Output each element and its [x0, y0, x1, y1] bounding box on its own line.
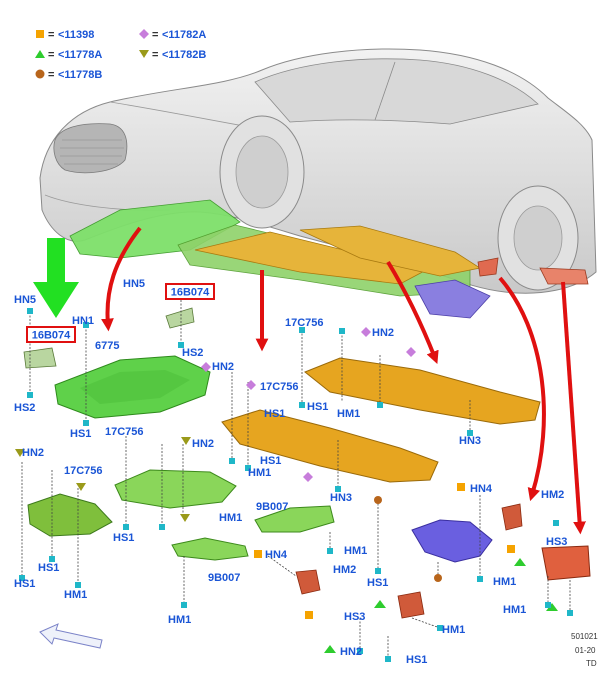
- underbody-shield-left-part: [221, 409, 439, 483]
- label-hn3: HN3: [330, 492, 352, 504]
- label-hs1: HS1: [406, 654, 427, 666]
- label-17c756: 17C756: [260, 381, 299, 393]
- orange-square-icon: [36, 30, 44, 38]
- label-hm1: HM1: [344, 545, 367, 557]
- vehicle-body: [39, 48, 597, 294]
- label-hn5: HN5: [14, 294, 36, 306]
- label-hm1: HM1: [442, 624, 465, 636]
- label-hm1: HM1: [219, 512, 242, 524]
- side-shield-part: [114, 469, 237, 509]
- red-bracket-part: [501, 503, 523, 531]
- label-hs1: HS1: [14, 578, 35, 590]
- fastener-markers: [15, 308, 573, 662]
- label-9b007: 9B007: [208, 572, 240, 584]
- legend-item-11782a: = <11782A: [139, 29, 206, 41]
- green-arrow-icon: [33, 238, 79, 318]
- legend-eq: =: [48, 69, 54, 81]
- label-hn2: HN2: [192, 438, 214, 450]
- label-hm1: HM1: [248, 467, 271, 479]
- red-arrow-icon: [561, 281, 586, 535]
- red-bracket-part: [397, 591, 425, 619]
- part-number-label: 16B074: [32, 330, 71, 342]
- label-hm1: HM1: [168, 614, 191, 626]
- red-arrow-icon: [101, 226, 142, 332]
- label-17c756: 17C756: [285, 317, 324, 329]
- legend-label: <11778A: [58, 49, 102, 61]
- legend-item-11778b: = <11778B: [35, 69, 102, 81]
- label-6775: 6775: [95, 340, 119, 352]
- part-number-label: 16B074: [171, 287, 210, 299]
- label-17c756: 17C756: [64, 465, 103, 477]
- legend-label: <11398: [58, 29, 94, 41]
- rear-shield-part: [541, 545, 591, 581]
- label-hm1: HM1: [64, 589, 87, 601]
- purple-shield-part: [411, 519, 493, 563]
- label-hn2: HN2: [22, 447, 44, 459]
- label-hs2: HS2: [14, 402, 35, 414]
- label-hs1: HS1: [260, 455, 281, 467]
- green-triangle-icon: [35, 50, 45, 58]
- legend-eq: =: [48, 49, 54, 61]
- label-9b007: 9B007: [256, 501, 288, 513]
- purple-diamond-icon: [139, 29, 149, 39]
- bracket-part: [165, 307, 195, 329]
- part-callout-16b074-left[interactable]: 16B074: [26, 326, 76, 343]
- label-hs1: HS1: [367, 577, 388, 589]
- figure-date: 01-20: [575, 646, 596, 655]
- label-hs3: HS3: [344, 611, 365, 623]
- legend-eq: =: [152, 49, 158, 61]
- label-hn4: HN4: [265, 549, 288, 561]
- olive-triangle-icon: [139, 50, 149, 58]
- label-hs1: HS1: [264, 408, 285, 420]
- label-hs1: HS1: [70, 428, 91, 440]
- label-hn2: HN2: [340, 646, 362, 658]
- splash-shield-part: [171, 537, 249, 561]
- red-arrow-icon: [498, 276, 546, 502]
- label-hs1: HS1: [38, 562, 59, 574]
- label-hn1: HN1: [72, 315, 94, 327]
- legend: = <11398 = <11782A = <11778A = <11782B =…: [35, 29, 206, 81]
- red-bracket-part: [295, 569, 321, 595]
- front-direction-icon: [39, 623, 103, 649]
- legend-eq: =: [48, 29, 54, 41]
- part-labels: HN5 HN1 HS2 HS1 6775 HN5 HS2 17C756 HN2 …: [14, 278, 567, 666]
- callout-arrows: [33, 226, 586, 535]
- legend-label: <11778B: [58, 69, 102, 81]
- label-hn2: HN2: [212, 361, 234, 373]
- label-hs1: HS1: [307, 401, 328, 413]
- label-hs2: HS2: [182, 347, 203, 359]
- part-callout-16b074-center[interactable]: 16B074: [165, 283, 215, 300]
- label-hm2: HM2: [333, 564, 356, 576]
- legend-item-11398: = <11398: [36, 29, 94, 41]
- figure-reference: 501021 01-20 TD: [571, 632, 598, 668]
- label-hn3: HN3: [459, 435, 481, 447]
- label-hn2: HN2: [372, 327, 394, 339]
- label-hs3: HS3: [546, 536, 567, 548]
- bracket-part: [23, 347, 57, 369]
- splash-shield-part: [254, 505, 335, 533]
- legend-eq: =: [152, 29, 158, 41]
- legend-item-11782b: = <11782B: [139, 49, 206, 61]
- label-hm1: HM1: [493, 576, 516, 588]
- label-hn4: HN4: [470, 483, 493, 495]
- figure-suffix: TD: [586, 659, 597, 668]
- label-17c756: 17C756: [105, 426, 144, 438]
- red-arrow-icon: [386, 260, 439, 364]
- legend-label: <11782A: [162, 29, 206, 41]
- label-hm2: HM2: [541, 489, 564, 501]
- label-hm1: HM1: [503, 604, 526, 616]
- label-hm1: HM1: [337, 408, 360, 420]
- legend-label: <11782B: [162, 49, 206, 61]
- legend-item-11778a: = <11778A: [35, 49, 102, 61]
- label-hs1: HS1: [113, 532, 134, 544]
- label-hn5: HN5: [123, 278, 145, 290]
- figure-code: 501021: [571, 632, 598, 641]
- side-shield-part: [27, 493, 113, 537]
- brown-circle-icon: [35, 69, 45, 79]
